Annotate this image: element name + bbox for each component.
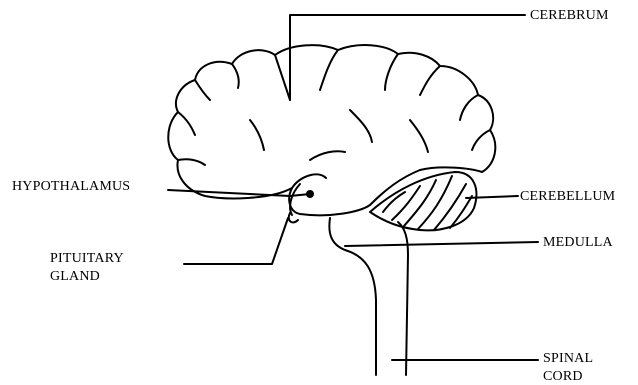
gyrus-line [195, 80, 210, 100]
cerebellum-label: CEREBELLUM [520, 188, 615, 205]
pituitary-label-line1: PITUITARY [50, 250, 124, 267]
pituitary-label-line2: GLAND [50, 268, 100, 285]
gyrus-line [275, 55, 290, 100]
gyrus-line [178, 112, 195, 135]
cerebrum-leader [290, 15, 525, 100]
gyrus-line [420, 66, 440, 95]
gyrus-line [472, 130, 490, 150]
cerebellum-fold [392, 186, 420, 220]
spinal-cord-label-line1: SPINAL [543, 350, 593, 367]
gyrus-line [460, 95, 478, 120]
spinal-cord-label-line2: CORD [543, 368, 583, 385]
gyrus-line [310, 151, 345, 160]
gyrus-line [232, 64, 239, 88]
brainstem-front [329, 218, 376, 375]
gyrus-line [350, 110, 372, 142]
hypothalamus-leader [168, 190, 310, 196]
pituitary-leader [184, 218, 288, 264]
pituitary-gland-shape [289, 213, 298, 222]
gyrus-line [178, 159, 205, 165]
gyrus-line [385, 54, 398, 90]
cerebrum-label: CEREBRUM [530, 7, 609, 24]
gyrus-line [250, 120, 264, 150]
gyrus-line [410, 120, 428, 152]
medulla-leader [345, 242, 538, 246]
hypothalamus-label: HYPOTHALAMUS [12, 178, 130, 195]
cerebellum-leader [466, 196, 518, 198]
hypothalamus-dot [306, 190, 314, 198]
gyrus-line [320, 50, 338, 90]
medulla-label: MEDULLA [543, 234, 613, 251]
